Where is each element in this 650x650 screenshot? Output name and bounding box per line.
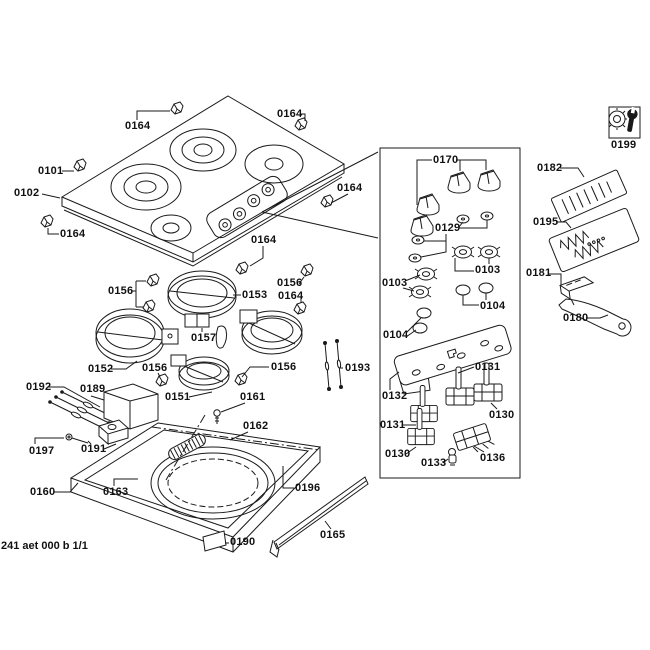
part-label-0164: 0164 — [125, 120, 151, 132]
part-label-0130: 0130 — [385, 448, 411, 460]
part-label-0104: 0104 — [480, 300, 506, 312]
part-label-0156: 0156 — [142, 362, 168, 374]
screw-0197 — [65, 433, 92, 445]
document-number: 241 aet 000 b 1/1 — [1, 540, 88, 552]
bracket-0191 — [97, 419, 130, 446]
part-label-0192: 0192 — [26, 381, 52, 393]
part-label-0131: 0131 — [475, 361, 501, 373]
part-label-0104: 0104 — [383, 329, 409, 341]
part-label-0156: 0156 — [277, 277, 303, 289]
part-label-0197: 0197 — [29, 445, 55, 457]
part-label-0103: 0103 — [382, 277, 408, 289]
part-label-0180: 0180 — [563, 312, 589, 324]
cooktop-glass — [60, 95, 345, 267]
part-label-0152: 0152 — [88, 363, 114, 375]
part-label-0101: 0101 — [38, 165, 64, 177]
contact-pins-0193 — [323, 339, 343, 391]
base-pan — [69, 414, 322, 553]
part-label-0161: 0161 — [240, 391, 266, 403]
lever-arm-0180 — [558, 298, 632, 337]
part-label-0160: 0160 — [30, 486, 56, 498]
mounting-plate-0132 — [393, 324, 512, 395]
part-label-0164: 0164 — [277, 108, 303, 120]
part-label-0189: 0189 — [80, 383, 106, 395]
terminal-links-pack-0182 — [550, 169, 628, 223]
springs-pack-0195 — [548, 207, 640, 273]
screw-0161 — [213, 409, 221, 424]
part-label-0199: 0199 — [611, 139, 637, 151]
part-label-0193: 0193 — [345, 362, 371, 374]
pin-0133 — [448, 448, 457, 466]
part-label-0151: 0151 — [165, 391, 191, 403]
detail-callout-box — [261, 147, 521, 479]
heating-elements — [95, 270, 303, 391]
part-label-0163: 0163 — [103, 486, 129, 498]
part-label-0164: 0164 — [278, 290, 304, 302]
control-print-area — [206, 175, 288, 239]
leader-lines — [34, 110, 609, 544]
part-label-0195: 0195 — [533, 216, 559, 228]
part-label-0157: 0157 — [191, 332, 217, 344]
part-label-0131: 0131 — [380, 419, 406, 431]
part-label-0196: 0196 — [295, 482, 321, 494]
rating-plate-0190 — [202, 530, 227, 552]
part-label-0129: 0129 — [435, 222, 461, 234]
junction-box — [103, 383, 159, 430]
part-label-0164: 0164 — [337, 182, 363, 194]
part-label-0102: 0102 — [14, 187, 40, 199]
part-label-0153: 0153 — [242, 289, 268, 301]
part-label-0136: 0136 — [480, 452, 506, 464]
part-label-0181: 0181 — [526, 267, 552, 279]
part-label-0190: 0190 — [230, 536, 256, 548]
part-label-0156: 0156 — [108, 285, 134, 297]
clamp-bracket-0181 — [559, 276, 595, 301]
part-label-0170: 0170 — [433, 154, 459, 166]
part-label-0130: 0130 — [489, 409, 515, 421]
part-label-0164: 0164 — [60, 228, 86, 240]
part-label-0133: 0133 — [421, 457, 447, 469]
gear-wrench-service-icon — [608, 106, 641, 139]
trim-strip-0165 — [269, 476, 369, 558]
part-label-0165: 0165 — [320, 529, 346, 541]
part-label-0164: 0164 — [251, 234, 277, 246]
part-label-0103: 0103 — [475, 264, 501, 276]
part-label-0132: 0132 — [382, 390, 408, 402]
part-label-0156: 0156 — [271, 361, 297, 373]
micro-switch-0136 — [453, 423, 495, 453]
part-label-0182: 0182 — [537, 162, 563, 174]
part-label-0191: 0191 — [81, 443, 107, 455]
part-label-0162: 0162 — [243, 420, 269, 432]
thermal-limiters — [48, 390, 117, 430]
